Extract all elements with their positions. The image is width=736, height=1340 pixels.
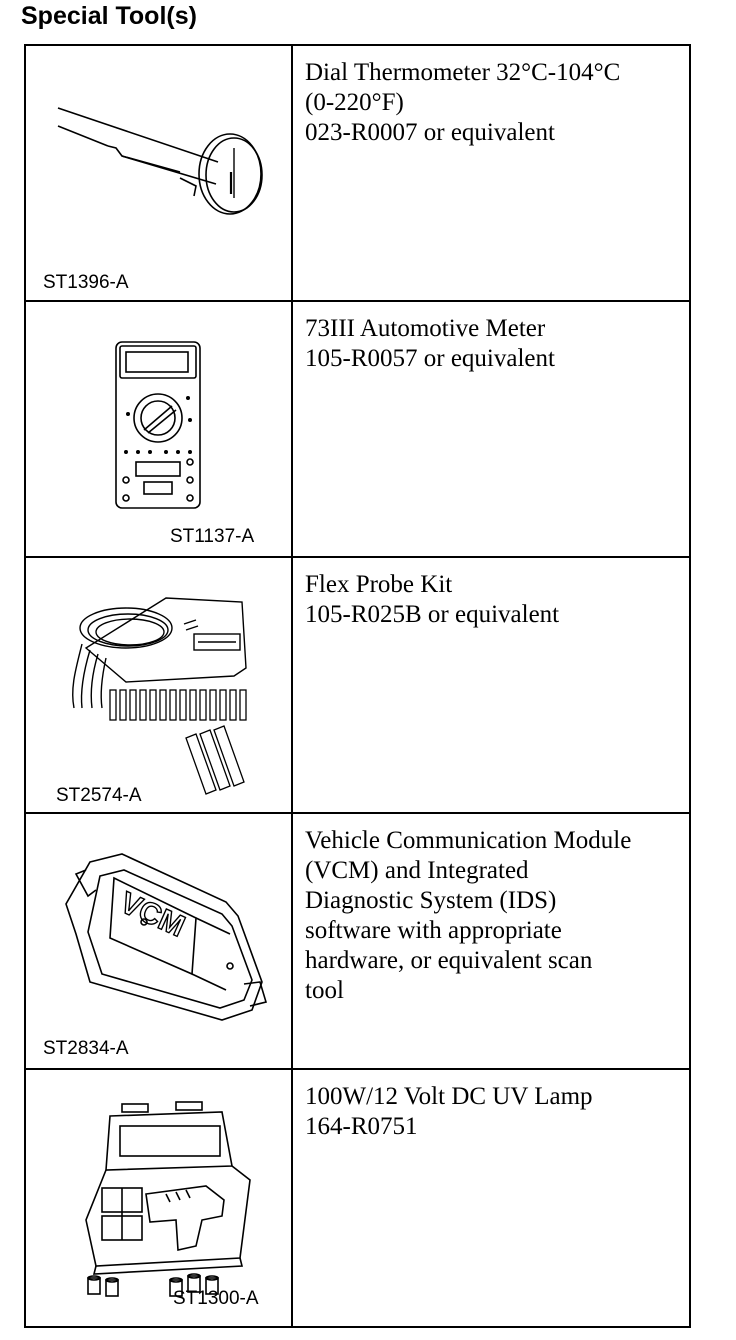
tool-image-cell: VCM ST2834-A (26, 814, 293, 1068)
tool-description: Dial Thermometer 32°C-104°C (0-220°F) 02… (305, 58, 685, 148)
tool-row-vcm: VCM ST2834-A Vehicle Communication Modul… (26, 814, 689, 1070)
tool-description: Vehicle Communication Module (VCM) and I… (305, 826, 685, 1006)
tool-description-line: 023-R0007 or equivalent (305, 119, 555, 146)
tool-description-line: 100W/12 Volt DC UV Lamp (305, 1083, 593, 1110)
tool-description-line: (VCM) and Integrated (305, 857, 529, 884)
tool-description-line: Dial Thermometer 32°C-104°C (305, 59, 621, 86)
tool-row-uv-lamp: ST1300-A 100W/12 Volt DC UV Lamp 164-R07… (26, 1070, 689, 1326)
dial-thermometer-icon (57, 107, 263, 215)
tool-image-cell: ST1300-A (26, 1070, 293, 1326)
vcm-module-icon: VCM (65, 853, 268, 1021)
tool-description-line: 164-R0751 (305, 1113, 418, 1140)
tool-description-line: tool (305, 977, 344, 1004)
tool-image-cell: ST2574-A (26, 558, 293, 812)
tool-description-line: Vehicle Communication Module (305, 827, 632, 854)
tool-row-automotive-meter: ST1137-A 73III Automotive Meter 105-R005… (26, 302, 689, 558)
tool-row-flex-probe-kit: ST2574-A Flex Probe Kit 105-R025B or equ… (26, 558, 689, 814)
tool-image-code: ST2574-A (56, 785, 142, 806)
automotive-meter-icon (115, 341, 201, 509)
tool-description-line: 105-R0057 or equivalent (305, 345, 555, 372)
tool-image-code: ST1300-A (173, 1288, 259, 1309)
tool-description-line: Flex Probe Kit (305, 571, 453, 598)
tool-image-cell: ST1396-A (26, 46, 293, 300)
special-tools-table: ST1396-A Dial Thermometer 32°C-104°C (0-… (24, 44, 691, 1328)
tool-description-line: software with appropriate (305, 917, 562, 944)
tool-image-code: ST1137-A (170, 526, 255, 547)
tool-image-cell: ST1137-A (26, 302, 293, 556)
tool-row-dial-thermometer: ST1396-A Dial Thermometer 32°C-104°C (0-… (26, 46, 689, 302)
tool-description-line: 73III Automotive Meter (305, 315, 546, 342)
tool-description-line: 105-R025B or equivalent (305, 601, 560, 628)
tool-description: 100W/12 Volt DC UV Lamp 164-R0751 (305, 1082, 685, 1142)
tool-description-line: hardware, or equivalent scan (305, 947, 593, 974)
tool-description-line: (0-220°F) (305, 89, 404, 116)
tool-image-code: ST1396-A (43, 272, 129, 293)
tool-description: 73III Automotive Meter 105-R0057 or equi… (305, 314, 685, 374)
page-title: Special Tool(s) (21, 2, 197, 30)
tool-description-line: Diagnostic System (IDS) (305, 887, 557, 914)
uv-lamp-kit-icon (85, 1101, 251, 1297)
tool-image-code: ST2834-A (43, 1038, 129, 1059)
tool-description: Flex Probe Kit 105-R025B or equivalent (305, 570, 685, 630)
flex-probe-kit-icon (72, 597, 247, 795)
